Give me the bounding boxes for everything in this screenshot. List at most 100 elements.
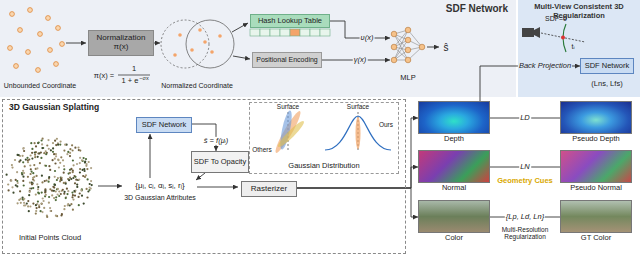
cloud-point xyxy=(86,188,88,190)
sdf-network-box: SDF Network xyxy=(580,58,634,74)
cloud-point xyxy=(60,141,62,143)
cloud-point xyxy=(52,186,54,188)
cloud-point xyxy=(60,214,62,216)
cloud-point xyxy=(22,161,24,163)
cloud-point xyxy=(59,162,61,164)
cloud-point xyxy=(60,156,62,158)
depth-image: Depth xyxy=(418,101,490,146)
cloud-point xyxy=(36,207,38,209)
cloud-point xyxy=(63,208,65,210)
edge-label: LD xyxy=(519,114,531,122)
cloud-point xyxy=(37,142,39,144)
cloud-point xyxy=(28,194,30,196)
rendered-image xyxy=(418,101,490,134)
group-label: Multi-Resolution Regularization xyxy=(489,226,561,240)
cloud-point xyxy=(41,203,43,205)
cloud-point xyxy=(72,171,74,173)
cloud-point xyxy=(86,163,88,165)
sample-label: tᵢ xyxy=(570,43,575,51)
cloud-point xyxy=(32,172,34,174)
node-text: SDF Network xyxy=(585,62,630,70)
mlp-unit xyxy=(405,47,411,53)
cloud-point xyxy=(74,195,76,197)
cloud-point xyxy=(74,176,76,178)
cloud-point xyxy=(31,171,33,173)
cloud-point xyxy=(63,168,65,170)
cloud-point xyxy=(67,190,69,192)
cloud-point xyxy=(63,193,65,195)
cloud-point xyxy=(70,168,72,170)
cloud-point xyxy=(35,194,37,196)
mlp-unit xyxy=(391,44,397,50)
color-image: Color xyxy=(418,200,490,245)
cloud-point xyxy=(8,189,10,191)
cloud-point xyxy=(29,191,31,193)
cloud-point xyxy=(23,184,25,186)
cloud-point xyxy=(27,161,29,163)
edge-label: ŝ = f(μᵢ) xyxy=(203,137,229,145)
cloud-point xyxy=(26,157,28,159)
cloud-point xyxy=(90,180,92,182)
cloud-point xyxy=(42,197,44,199)
cloud-point xyxy=(44,188,46,190)
cloud-point xyxy=(10,179,12,181)
cloud-point xyxy=(82,160,84,162)
formula-text: π(x) = xyxy=(93,72,115,80)
cloud-point xyxy=(48,148,50,150)
cloud-point xyxy=(52,151,54,153)
cloud-point xyxy=(59,180,61,182)
cloud-point xyxy=(79,150,81,152)
cloud-point xyxy=(54,176,56,178)
cloud-point xyxy=(35,210,37,212)
cloud-point xyxy=(24,165,26,167)
cloud-point xyxy=(15,179,17,181)
flow-arrows xyxy=(66,23,439,187)
formula-text: 1 + e xyxy=(121,77,140,85)
cloud-point xyxy=(53,183,55,185)
cloud-point xyxy=(37,156,39,158)
cloud-point xyxy=(36,175,38,177)
cloud-point xyxy=(23,202,25,204)
cloud-point xyxy=(30,168,32,170)
cloud-point xyxy=(6,174,8,176)
cloud-point xyxy=(78,179,80,181)
normalized-sphere xyxy=(161,20,234,68)
cloud-point xyxy=(82,175,84,177)
cloud-point xyxy=(55,196,57,198)
cloud-point xyxy=(63,172,65,174)
loss-label: (Lns, Lfs) xyxy=(590,80,623,88)
scatter-points xyxy=(8,8,65,73)
cloud-point xyxy=(30,173,32,175)
node-text: Normalization π(x) xyxy=(89,34,153,52)
cloud-point xyxy=(70,178,72,180)
cloud-point xyxy=(36,183,38,185)
cloud-point xyxy=(76,186,78,188)
hash-table-cells xyxy=(250,29,330,36)
cloud-point xyxy=(27,205,29,207)
camera-ray xyxy=(522,24,585,52)
cloud-point xyxy=(75,179,77,181)
cloud-point xyxy=(31,148,33,150)
cloud-point xyxy=(85,158,87,160)
rendered-image xyxy=(560,101,632,134)
cloud-point xyxy=(66,193,68,195)
cloud-point xyxy=(63,150,65,152)
node-text: Pseudo Depth xyxy=(560,135,632,143)
cloud-point xyxy=(51,194,53,196)
cloud-point xyxy=(47,139,49,141)
cloud-point xyxy=(65,196,67,198)
cloud-point xyxy=(45,194,47,196)
cloud-point xyxy=(29,205,31,207)
cloud-point xyxy=(45,150,47,152)
rendered-image xyxy=(560,200,632,233)
cloud-point xyxy=(34,156,36,158)
node-text: MLP xyxy=(384,74,432,82)
cloud-point xyxy=(37,188,39,190)
node-text: Color xyxy=(418,234,490,242)
cloud-point xyxy=(31,158,33,160)
cloud-point xyxy=(43,207,45,209)
cloud-point xyxy=(64,191,66,193)
cloud-point xyxy=(44,191,46,193)
cloud-point xyxy=(48,181,50,183)
cloud-point xyxy=(39,162,41,164)
